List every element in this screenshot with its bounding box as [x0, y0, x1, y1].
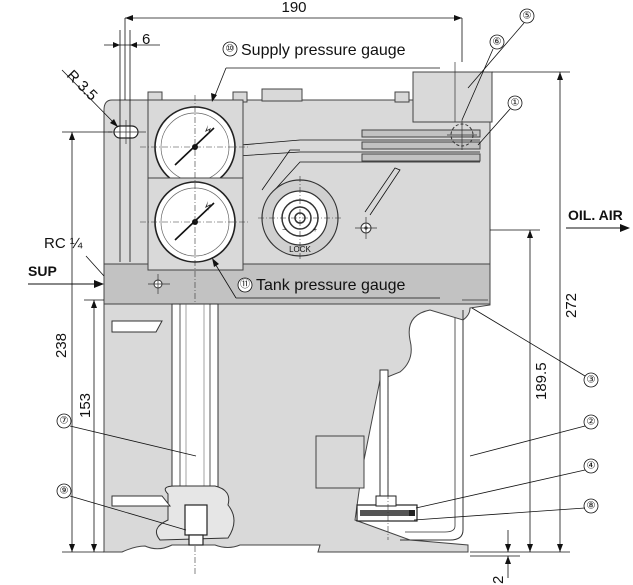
dimension-6: 6	[104, 30, 160, 262]
svg-text:Supply pressure gauge: Supply pressure gauge	[241, 42, 406, 59]
dimension-189-5: 189.5	[490, 229, 550, 552]
svg-text:⑧: ⑧	[587, 501, 596, 512]
svg-text:⑥: ⑥	[493, 37, 502, 48]
valve-block	[412, 71, 493, 123]
svg-text:⑪: ⑪	[240, 279, 250, 291]
svg-text:6: 6	[142, 31, 150, 48]
dimension-2: 2	[470, 530, 520, 584]
svg-text:RC ¼: RC ¼	[44, 235, 83, 252]
callout-1: ①	[477, 95, 523, 146]
dimension-190: 190	[124, 0, 463, 100]
svg-text:153: 153	[77, 393, 94, 418]
svg-text:272: 272	[563, 293, 580, 318]
callout-6: ⑥	[461, 34, 505, 121]
svg-text:2: 2	[490, 576, 507, 584]
svg-text:⑤: ⑤	[523, 11, 532, 22]
svg-text:R 3.5: R 3.5	[63, 67, 100, 104]
svg-text:SUP: SUP	[28, 263, 57, 279]
dimension-272: 272	[470, 71, 580, 553]
callout-3: ③	[471, 307, 599, 388]
valve-port	[447, 62, 477, 150]
svg-text:OIL. AIR: OIL. AIR	[568, 207, 623, 223]
tank-pressure-gauge	[147, 177, 244, 271]
svg-text:①: ①	[511, 98, 520, 109]
svg-text:189.5: 189.5	[533, 362, 550, 400]
oil-air-outlet-label: OIL. AIR	[566, 207, 630, 232]
callout-11: ⑪ Tank pressure gauge	[212, 258, 440, 299]
flow-channels	[204, 129, 481, 216]
callout-2: ②	[469, 414, 599, 457]
dimension-238: 238	[53, 131, 112, 553]
slot-lower	[111, 495, 172, 507]
knob-plus: +	[313, 227, 317, 234]
callout-8: ⑧	[413, 498, 599, 521]
internal-tube	[315, 369, 418, 522]
supply-port-label: RC ¼ SUP	[28, 235, 105, 288]
callout-7: ⑦	[56, 413, 197, 457]
svg-text:③: ③	[587, 375, 596, 386]
lock-label: LOCK	[289, 245, 311, 254]
svg-text:⑨: ⑨	[60, 486, 69, 497]
svg-text:238: 238	[53, 333, 70, 358]
dimension-radius: R 3.5	[61, 67, 119, 128]
svg-text:②: ②	[587, 417, 596, 428]
drip-marker	[355, 217, 377, 239]
svg-text:190: 190	[281, 0, 306, 16]
inner-tank-wall	[400, 310, 464, 541]
callout-9: ⑨	[56, 483, 187, 531]
knob-minus: −	[282, 227, 286, 234]
dimension-153: 153	[77, 299, 104, 552]
svg-text:Tank pressure gauge: Tank pressure gauge	[256, 277, 406, 294]
slot-upper	[111, 320, 163, 333]
svg-text:⑦: ⑦	[60, 416, 69, 427]
callout-5: ⑤	[467, 8, 535, 89]
sup-port-marker	[148, 274, 170, 294]
level-sight-tube	[155, 303, 235, 546]
top-cap-3	[394, 91, 410, 103]
callout-4: ④	[415, 458, 599, 509]
lock-knob: − + LOCK	[258, 176, 342, 260]
top-fill-cap	[261, 88, 303, 102]
svg-text:④: ④	[587, 461, 596, 472]
callout-10: ⑩ Supply pressure gauge	[211, 41, 440, 102]
svg-text:⑩: ⑩	[226, 44, 235, 55]
